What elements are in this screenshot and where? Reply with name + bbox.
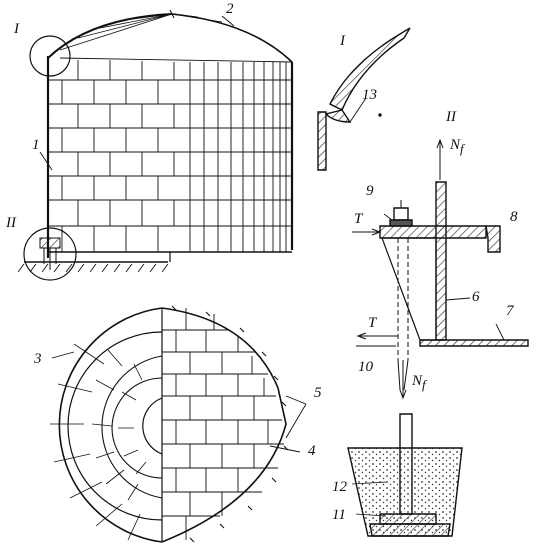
cap-plate xyxy=(379,225,487,239)
pot-bottom-hatch xyxy=(369,523,451,537)
tank-elevation xyxy=(17,9,294,281)
wall-stub xyxy=(317,111,327,171)
label-detail-I-left: I xyxy=(14,21,19,37)
ring-8 xyxy=(485,225,501,253)
force-top-subscript: f xyxy=(460,141,464,156)
roof-right xyxy=(171,13,293,63)
plan-outer-arc xyxy=(58,307,163,543)
label-12: 12 xyxy=(332,479,347,495)
detail-I-drawing xyxy=(317,27,411,171)
detail-circle-II xyxy=(23,227,77,281)
label-7: 7 xyxy=(506,303,514,319)
label-detail-II-left: II xyxy=(6,215,16,231)
brick-courses xyxy=(48,57,293,252)
wall-plate xyxy=(435,181,447,341)
label-force-top: Nf xyxy=(450,137,464,156)
label-9: 9 xyxy=(366,183,374,199)
anchor-rod xyxy=(397,238,409,360)
label-3: 3 xyxy=(34,351,42,367)
label-tension-upper: T xyxy=(354,211,363,227)
fillet-13 xyxy=(324,109,352,123)
roof-left xyxy=(47,13,173,59)
label-tension-lower: T xyxy=(368,315,377,331)
force-bottom-symbol: N xyxy=(412,373,423,389)
roof-segment xyxy=(329,27,411,111)
plan-right-boundary xyxy=(161,307,287,543)
force-top-symbol: N xyxy=(450,137,461,153)
label-11: 11 xyxy=(332,507,346,523)
label-5: 5 xyxy=(314,385,322,401)
label-detail-I-right: I xyxy=(340,33,345,49)
plan-radial-ribs xyxy=(50,343,147,541)
label-1: 1 xyxy=(32,137,40,153)
label-detail-II-right: II xyxy=(446,109,456,125)
label-2: 2 xyxy=(226,1,234,17)
anchor-block xyxy=(381,237,437,341)
plan-anchor-marks xyxy=(171,305,289,543)
bolt-head xyxy=(393,207,409,221)
label-6: 6 xyxy=(472,289,480,305)
label-4: 4 xyxy=(308,443,316,459)
detail-II-drawing xyxy=(352,138,529,400)
label-8: 8 xyxy=(510,209,518,225)
label-force-bottom: Nf xyxy=(412,373,426,392)
label-13: 13 xyxy=(362,87,377,103)
force-bottom-subscript: f xyxy=(422,377,426,392)
label-10: 10 xyxy=(358,359,373,375)
anchor-pot-drawing xyxy=(347,413,463,537)
detail-circle-I xyxy=(29,35,71,77)
plan-brick-courses xyxy=(162,308,284,540)
tank-plan-view xyxy=(50,305,307,543)
wall-curvature-lines xyxy=(189,62,287,252)
bottom-plate-7 xyxy=(419,339,529,347)
